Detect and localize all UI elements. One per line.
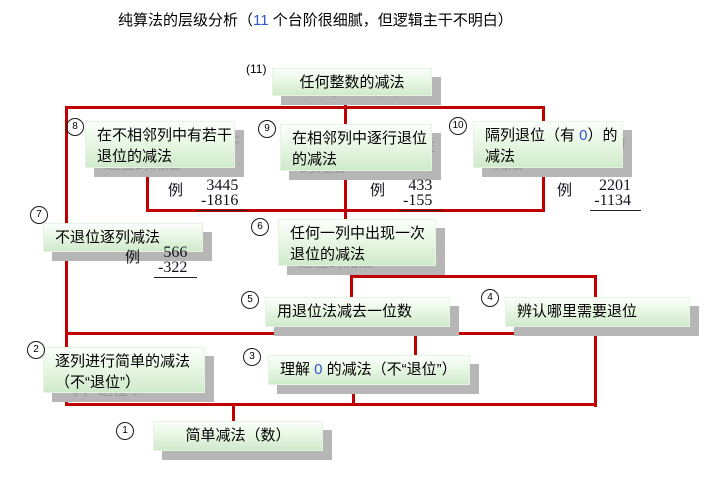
connector-3-top: [414, 332, 417, 357]
connector-8-down: [146, 170, 149, 212]
connector-4-bottom-vertical: [594, 325, 597, 407]
node-box-2: 逐列进行简单的减法（不“退位”） 逐列进行简单的减法（不“退位”）: [43, 347, 214, 402]
blue-zero: 0: [579, 127, 588, 144]
connector-trunk-11-to-9: [344, 96, 347, 126]
step-number-5: 5: [241, 291, 259, 309]
node-11-label: 任何整数的减法: [272, 68, 432, 96]
node-2-label: 逐列进行简单的减法（不“退位”）: [43, 347, 205, 393]
example-1-minuend: 3445: [206, 177, 239, 194]
node-box-10: 隔列退位（有 0）的 减法 隔列退位（有 0）的 减法: [473, 121, 632, 177]
connector-4-top: [594, 275, 597, 300]
connector-bottom-horizontal: [65, 403, 597, 406]
connector-6-to-5: [350, 264, 353, 299]
node-8-label: 在不相邻列中有若干退位的减法: [85, 121, 235, 168]
title-part1: 纯算法的层级分析（: [118, 12, 254, 29]
example-3: 例 2201 -1134: [557, 177, 642, 211]
step-number-9: 9: [258, 120, 276, 138]
node-6-label: 任何一列中出现一次退位的减法: [278, 219, 436, 266]
node-box-4: 辨认哪里需要退位 辨认哪里需要退位: [505, 297, 699, 336]
example-4: 例 566 -322: [125, 244, 198, 278]
node-box-1: 简单减法（数） 简单减法（数）: [153, 421, 332, 460]
step-number-4: 4: [481, 289, 499, 307]
node-box-5: 用退位法减去一位数 用退位法减去一位数: [265, 297, 459, 336]
node-box-3: 理解 0 的减法（不“退位”） 理解 0 的减法（不“退位”）: [268, 355, 479, 394]
node-4-label: 辨认哪里需要退位: [505, 297, 690, 327]
example-3-minuend: 2201: [599, 177, 632, 194]
connector-1-top: [232, 403, 235, 423]
step-number-6: 6: [251, 218, 269, 236]
node-5-label: 用退位法减去一位数: [265, 297, 450, 327]
node-1-label: 简单减法（数）: [153, 421, 323, 451]
example-2: 例 433 -155: [370, 177, 443, 211]
step-number-8: 8: [66, 118, 84, 136]
node-10-label: 隔列退位（有 0）的 减法: [473, 121, 623, 168]
step-number-1: 1: [116, 422, 134, 440]
example-2-minuend: 433: [408, 177, 433, 194]
title-count: 11: [253, 12, 269, 29]
node-box-7: 不退位逐列减法 不退位逐列减法: [43, 223, 212, 261]
example-1: 例 3445 -1816: [168, 177, 249, 211]
example-4-label: 例: [125, 249, 141, 266]
example-3-subtrahend: -1134: [590, 193, 642, 211]
connector-branch-to-4: [350, 275, 597, 278]
title-part2: 个台阶很细腻，但逻辑主干不明白）: [268, 12, 513, 29]
step-number-11: (11): [246, 62, 267, 76]
step-number-2: 2: [27, 341, 45, 359]
example-1-label: 例: [168, 182, 184, 199]
step-number-7: 7: [30, 206, 48, 224]
step-number-3: 3: [243, 348, 261, 366]
node-7-label: 不退位逐列减法: [43, 223, 203, 252]
example-4-minuend: 566: [163, 244, 188, 261]
diagram-title: 纯算法的层级分析（11 个台阶很细腻，但逻辑主干不明白）: [118, 9, 513, 30]
connector-3-bottom: [352, 383, 355, 406]
connector-top-horizontal: [65, 106, 545, 109]
node-box-11: 任何整数的减法 任何整数的减法: [272, 68, 441, 105]
example-2-subtrahend: -155: [399, 193, 443, 211]
example-1-subtrahend: -1816: [197, 193, 249, 211]
step-number-10: 10: [449, 117, 467, 135]
blue-zero: 0: [314, 361, 323, 378]
example-3-label: 例: [557, 182, 573, 199]
example-2-label: 例: [370, 182, 386, 199]
connector-9-to-6: [344, 168, 347, 221]
node-3-label: 理解 0 的减法（不“退位”）: [268, 355, 470, 385]
node-9-label: 在相邻列中逐行退位的减法: [280, 124, 432, 171]
example-4-subtrahend: -322: [154, 260, 198, 278]
